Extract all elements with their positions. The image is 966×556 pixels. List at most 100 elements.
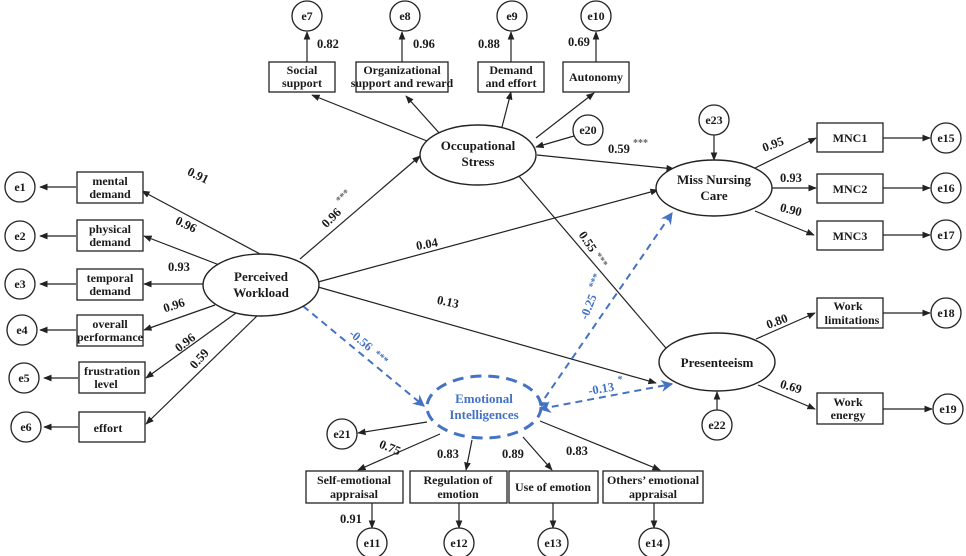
path-label-pw-os: 0.96 ***	[319, 187, 353, 230]
coef-value: 0.04	[415, 235, 440, 253]
latent-emotional-intelligences: Emotional Intelligences	[425, 374, 543, 440]
loading-label: 0.75	[377, 437, 403, 458]
indicator-label: demand	[89, 235, 131, 249]
error-label: e6	[20, 420, 31, 434]
latent-label: Care	[700, 188, 727, 203]
latent-label: Workload	[233, 285, 289, 300]
error-label: e20	[579, 123, 596, 137]
indicator-label: Autonomy	[569, 70, 623, 84]
indicator-label: demand	[89, 284, 131, 298]
indicator-others-emotional-appraisal: Others’ emotional appraisal	[602, 470, 704, 504]
indicator-label: Use of emotion	[515, 480, 591, 494]
indicator-label: and effort	[486, 76, 537, 90]
indicator-mnc3: MNC3	[816, 220, 884, 251]
indicator-label: level	[94, 377, 118, 391]
indicator-label: Self-emotional	[317, 473, 392, 487]
loading-label: 0.93	[168, 260, 190, 274]
error-label: e19	[939, 402, 956, 416]
error-e7: e7	[291, 0, 323, 32]
indicator-temporal-demand: temporal demand	[76, 268, 144, 301]
path-label-pw-pre: 0.13	[436, 293, 460, 311]
edge-pw-overall	[143, 304, 216, 331]
edge-pw-ei	[302, 305, 425, 407]
coef-value: -0.13	[587, 380, 615, 398]
latent-label: Intelligences	[449, 407, 518, 422]
indicator-label: support	[282, 76, 322, 90]
error-e18: e18	[930, 297, 962, 329]
disturbance-e23: e23	[698, 104, 730, 136]
indicator-autonomy: Autonomy	[562, 61, 630, 93]
loading-label: 0.96	[161, 295, 186, 315]
coef-sig: ***	[633, 138, 648, 149]
indicator-mental-demand: mental demand	[76, 171, 144, 204]
edge-ei-self	[357, 433, 441, 471]
edge-os-social	[311, 94, 438, 146]
edge-pre-energy	[757, 384, 816, 410]
path-label-ei-pre: -0.13 *	[587, 374, 624, 398]
error-label: e4	[16, 323, 27, 337]
error-e6: e6	[10, 411, 42, 443]
error-e4: e4	[6, 314, 38, 346]
error-e5: e5	[8, 362, 40, 394]
error-label: e13	[544, 536, 561, 550]
coef-value: 0.13	[436, 293, 460, 311]
loading-label: 0.69	[779, 377, 804, 396]
latent-label: Emotional	[455, 391, 513, 406]
edge-pw-mnc	[317, 188, 659, 283]
indicator-label: appraisal	[629, 487, 678, 501]
indicator-regulation-of-emotion: Regulation of emotion	[409, 470, 508, 504]
error-label: e14	[645, 536, 662, 550]
latent-miss-nursing-care: Miss Nursing Care	[655, 159, 773, 217]
latent-occupational-stress: Occupational Stress	[419, 124, 537, 186]
error-label: e17	[937, 228, 954, 242]
loading-label: 0.96	[413, 37, 435, 51]
edge-ei-pre	[538, 380, 674, 413]
indicator-label: Social	[287, 63, 318, 77]
edge-os-pre	[517, 174, 678, 362]
error-e3: e3	[4, 268, 36, 300]
coef-value: 0.96	[319, 205, 344, 230]
indicator-label: energy	[831, 408, 866, 422]
error-e12: e12	[443, 527, 475, 556]
error-e19: e19	[932, 393, 964, 425]
error-label: e22	[708, 418, 725, 432]
edge-os-mnc	[536, 154, 675, 172]
edge-ei-others	[539, 420, 661, 471]
error-label: e2	[14, 229, 25, 243]
error-label: e16	[937, 181, 954, 195]
indicator-overall-performance: overall performance	[76, 314, 144, 347]
coef-sig: ***	[334, 187, 352, 205]
latent-label: Occupational	[441, 138, 516, 153]
indicator-work-energy: Work energy	[816, 392, 884, 425]
error-label: e11	[364, 536, 381, 550]
indicator-demand-effort: Demand and effort	[477, 61, 545, 93]
latent-label: Stress	[462, 154, 495, 169]
error-e13: e13	[537, 527, 569, 556]
indicator-label: Demand	[489, 63, 533, 77]
latent-perceived-workload: Perceived Workload	[202, 253, 320, 317]
edge-ei-regulation	[464, 439, 473, 471]
disturbance-e21: e21	[326, 418, 358, 450]
coef-sig: ***	[372, 349, 391, 367]
edge-ei-use	[522, 436, 553, 471]
coef-value: -0.25	[577, 292, 600, 321]
indicator-use-of-emotion: Use of emotion	[508, 470, 599, 504]
indicator-organizational-support: Organizational support and reward	[351, 61, 454, 93]
indicator-label: Work	[833, 299, 863, 313]
indicator-label: Others’ emotional	[607, 473, 700, 487]
error-e9: e9	[496, 0, 528, 32]
edge-pw-mental	[141, 190, 263, 256]
error-label: e9	[506, 9, 517, 23]
indicator-mnc1: MNC1	[816, 122, 884, 153]
error-e11: e11	[356, 527, 388, 556]
coef-sig: ***	[592, 251, 610, 270]
disturbance-e20: e20	[572, 114, 604, 146]
error-label: e5	[18, 371, 29, 385]
loading-label: 0.90	[779, 200, 804, 219]
error-label: e7	[301, 9, 312, 23]
loading-label: 0.83	[566, 444, 588, 458]
edge-mnc-3	[754, 210, 815, 236]
indicator-label: frustration	[84, 364, 140, 378]
error-label: e23	[705, 113, 722, 127]
